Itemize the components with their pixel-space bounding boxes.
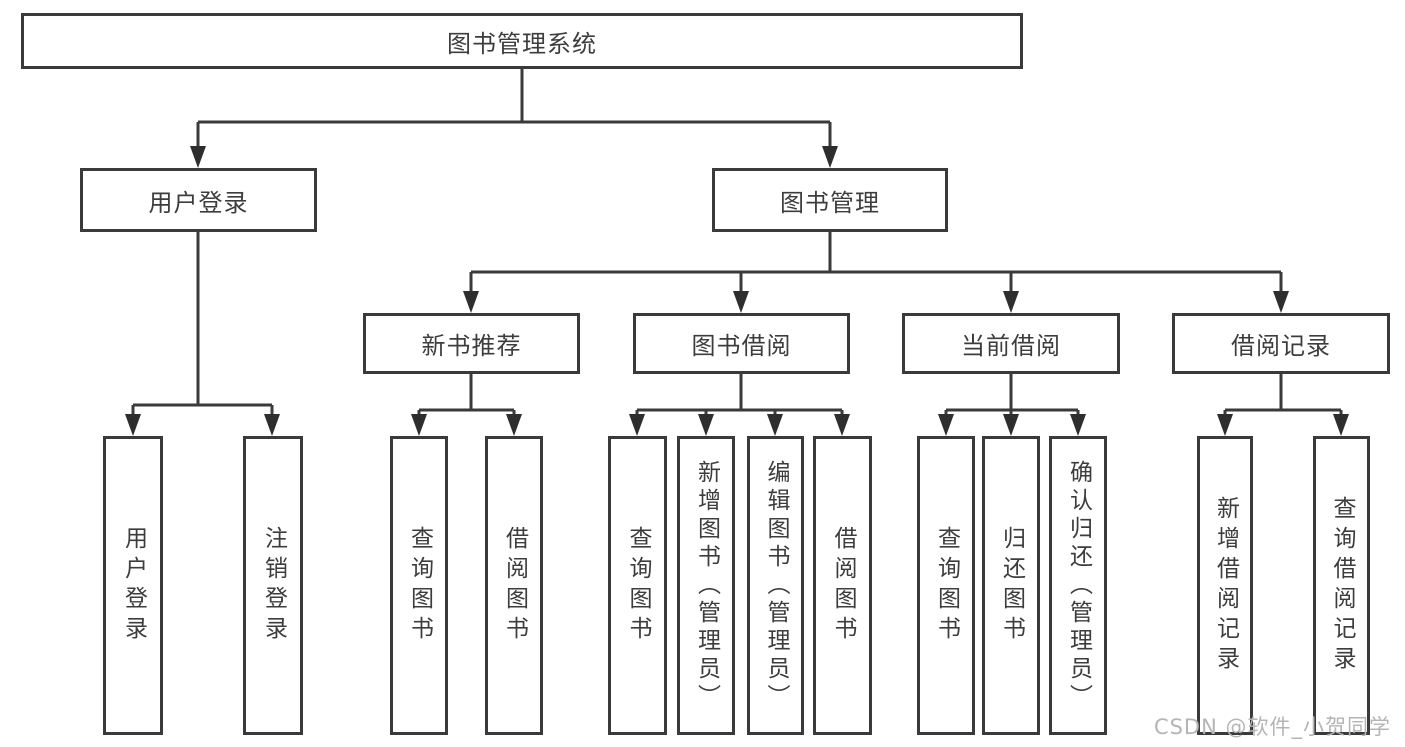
leaf-label: 编辑图书（管理员） — [763, 459, 789, 712]
leaf-label: 注销登录 — [260, 525, 287, 646]
leaf-label: 新增借阅记录 — [1212, 495, 1239, 676]
leaf-label: 借阅图书 — [830, 525, 856, 646]
leaf-label: 查询图书 — [406, 525, 433, 646]
leaf-label: 查询图书 — [933, 525, 960, 646]
leaf-label: 用户登录 — [120, 525, 147, 646]
node-borrow-record: 借阅记录 — [1172, 313, 1390, 374]
leaf-query-book-recommend: 查询图书 — [390, 436, 448, 735]
leaf-confirm-return-admin: 确认归还（管理员） — [1049, 436, 1107, 735]
leaf-return-book: 归还图书 — [982, 436, 1040, 735]
leaf-logout: 注销登录 — [243, 436, 303, 735]
leaf-label: 确认归还（管理员） — [1065, 459, 1092, 712]
leaf-query-borrow-record: 查询借阅记录 — [1313, 436, 1370, 735]
leaf-edit-book-admin: 编辑图书（管理员） — [747, 436, 804, 735]
leaf-borrow-book: 借阅图书 — [813, 436, 872, 735]
node-new-book-recommend: 新书推荐 — [363, 313, 580, 374]
leaf-user-login: 用户登录 — [103, 436, 163, 735]
leaf-add-book-admin: 新增图书（管理员） — [677, 436, 735, 735]
node-book-borrow: 图书借阅 — [633, 313, 850, 374]
node-root: 图书管理系统 — [21, 13, 1023, 69]
node-book-management: 图书管理 — [712, 168, 948, 232]
node-current-borrow: 当前借阅 — [902, 313, 1120, 374]
leaf-label: 查询借阅记录 — [1329, 495, 1355, 676]
leaf-label: 新增图书（管理员） — [693, 459, 720, 712]
leaf-label: 归还图书 — [998, 525, 1025, 646]
leaf-label: 借阅图书 — [501, 525, 528, 646]
leaf-borrow-book-recommend: 借阅图书 — [485, 436, 543, 735]
leaf-add-borrow-record: 新增借阅记录 — [1197, 436, 1253, 735]
node-user-login: 用户登录 — [80, 168, 317, 232]
leaf-query-book-current: 查询图书 — [917, 436, 975, 735]
leaf-query-book-borrow: 查询图书 — [608, 436, 667, 735]
leaf-label: 查询图书 — [625, 525, 651, 646]
